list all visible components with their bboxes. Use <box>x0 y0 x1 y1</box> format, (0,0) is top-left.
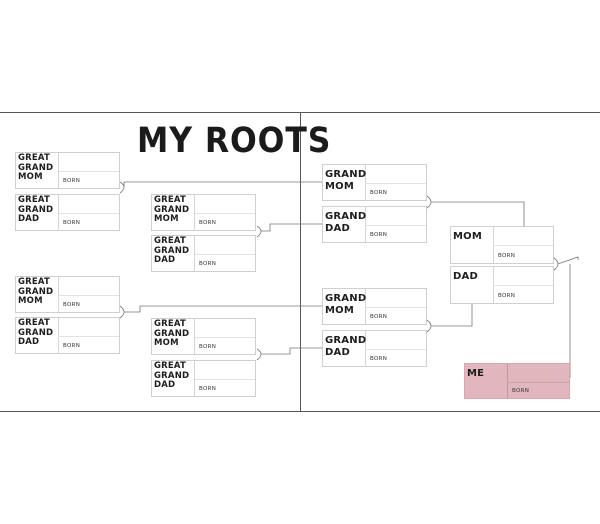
box-grand-dad-2[interactable]: GRAND DAD BORN <box>322 330 427 367</box>
connector-g1-g2 <box>426 195 525 226</box>
box-divider <box>365 165 366 200</box>
born-label: BORN <box>63 343 81 349</box>
box-divider <box>365 289 366 324</box>
box-rule <box>493 245 553 246</box>
box-divider <box>58 277 59 312</box>
born-label: BORN <box>370 232 388 238</box>
box-label: GREAT GRAND MOM <box>18 153 54 183</box>
box-grand-mom-1[interactable]: GRAND MOM BORN <box>322 164 427 201</box>
box-rule <box>365 183 426 184</box>
box-rule <box>194 213 255 214</box>
box-great-grand-mom-3[interactable]: GREAT GRAND MOM BORN <box>15 276 120 313</box>
box-divider <box>194 195 195 230</box>
page-title: MY ROOTS <box>137 121 332 161</box>
box-rule <box>194 254 255 255</box>
box-rule <box>194 379 255 380</box>
box-great-grand-dad-4[interactable]: GREAT GRAND DAD BORN <box>151 360 256 397</box>
box-divider <box>58 195 59 230</box>
box-label: MOM <box>453 231 483 242</box>
box-label: GREAT GRAND MOM <box>154 195 190 225</box>
born-label: BORN <box>63 302 81 308</box>
box-divider <box>58 153 59 188</box>
box-rule <box>365 349 426 350</box>
born-label: BORN <box>199 344 217 350</box>
box-divider <box>194 319 195 354</box>
box-label: GREAT GRAND MOM <box>154 319 190 349</box>
box-label: DAD <box>453 271 478 282</box>
box-label: GREAT GRAND DAD <box>154 361 190 391</box>
box-divider <box>507 364 508 398</box>
connector-gg3-gg4 <box>256 223 322 238</box>
box-label: GREAT GRAND MOM <box>18 277 54 307</box>
born-label: BORN <box>199 386 217 392</box>
box-label: GRAND DAD <box>325 211 367 234</box>
box-rule <box>194 337 255 338</box>
box-great-grand-mom-4[interactable]: GREAT GRAND MOM BORN <box>151 318 256 355</box>
box-grand-dad-1[interactable]: GRAND DAD BORN <box>322 206 427 243</box>
box-great-grand-dad-1[interactable]: GREAT GRAND DAD BORN <box>15 194 120 231</box>
connector-p1-p2 <box>553 256 579 378</box>
box-rule <box>507 382 569 383</box>
box-great-grand-mom-2[interactable]: GREAT GRAND MOM BORN <box>151 194 256 231</box>
born-label: BORN <box>370 190 388 196</box>
box-divider <box>194 361 195 396</box>
born-label: BORN <box>512 388 530 394</box>
box-great-grand-mom-1[interactable]: GREAT GRAND MOM BORN <box>15 152 120 189</box>
box-me[interactable]: ME BORN <box>464 363 570 399</box>
box-label: GREAT GRAND DAD <box>18 195 54 225</box>
box-label: GRAND DAD <box>325 335 367 358</box>
connector-g3-g4 <box>426 300 473 333</box>
box-dad[interactable]: DAD BORN <box>450 266 554 304</box>
box-divider <box>365 331 366 366</box>
born-label: BORN <box>370 356 388 362</box>
born-label: BORN <box>63 178 81 184</box>
box-label: GREAT GRAND DAD <box>18 318 54 348</box>
box-rule <box>365 225 426 226</box>
born-label: BORN <box>498 293 516 299</box>
box-label: GRAND MOM <box>325 169 367 192</box>
connector-gg5-gg6 <box>119 305 322 319</box>
born-label: BORN <box>63 220 81 226</box>
box-great-grand-dad-3[interactable]: GREAT GRAND DAD BORN <box>15 317 120 354</box>
box-rule <box>58 336 119 337</box>
box-divider <box>365 207 366 242</box>
box-rule <box>365 307 426 308</box>
born-label: BORN <box>199 220 217 226</box>
born-label: BORN <box>370 314 388 320</box>
box-divider <box>194 236 195 271</box>
born-label: BORN <box>199 261 217 267</box>
box-rule <box>58 171 119 172</box>
box-grand-mom-2[interactable]: GRAND MOM BORN <box>322 288 427 325</box>
box-great-grand-dad-2[interactable]: GREAT GRAND DAD BORN <box>151 235 256 272</box>
box-rule <box>58 295 119 296</box>
box-label: GRAND MOM <box>325 293 367 316</box>
connector-gg7-gg8 <box>256 347 322 361</box>
page-spine <box>300 112 301 412</box>
box-label: GREAT GRAND DAD <box>154 236 190 266</box>
box-label: ME <box>467 368 485 379</box>
box-rule <box>58 213 119 214</box>
box-mom[interactable]: MOM BORN <box>450 226 554 264</box>
box-rule <box>493 285 553 286</box>
born-label: BORN <box>498 253 516 259</box>
box-divider <box>58 318 59 353</box>
